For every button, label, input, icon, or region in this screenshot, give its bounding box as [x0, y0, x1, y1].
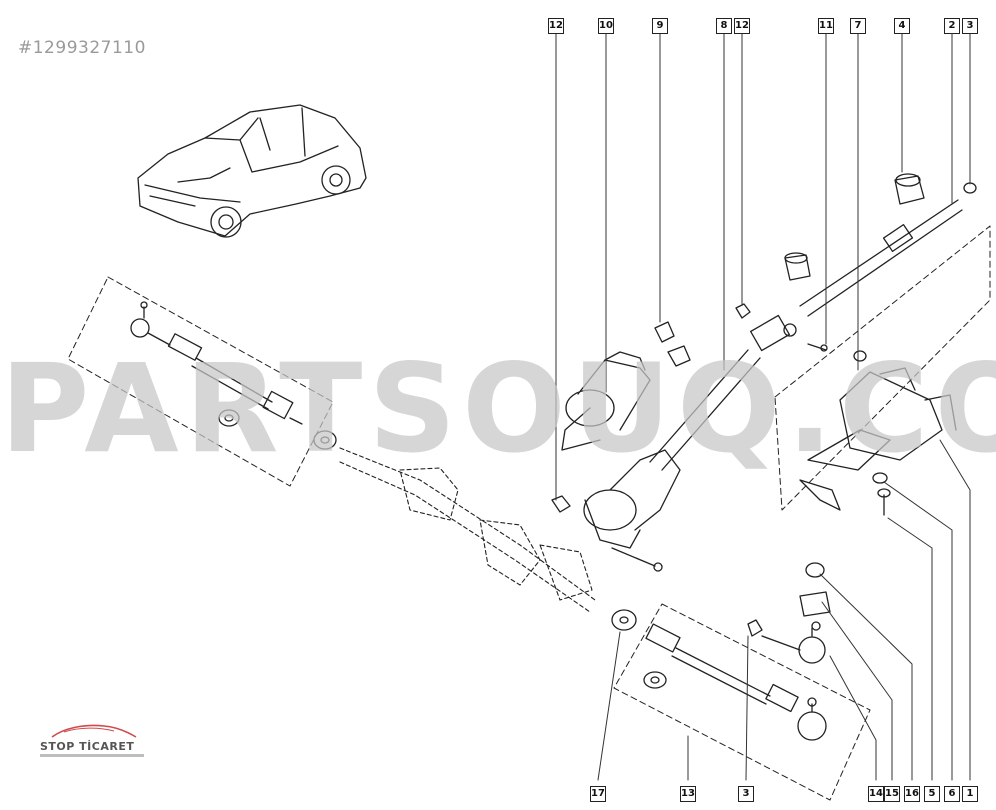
bush-4: [894, 173, 925, 205]
callout-7[interactable]: 7: [850, 18, 866, 34]
callout-13[interactable]: 13: [680, 786, 696, 802]
brand-name: STOP TİCARET: [40, 740, 135, 753]
nut-12-top: [735, 303, 751, 319]
callout-16[interactable]: 16: [904, 786, 920, 802]
brand-underline: [40, 754, 144, 757]
stop-ticaret-logo: STOP TİCARET: [40, 722, 148, 766]
column-gaiter-lower: [583, 449, 681, 549]
steering-shaft-8: [649, 349, 761, 471]
rack-bellows-left-washer: [313, 430, 337, 450]
upper-column-shaft: [799, 199, 963, 317]
right-tie-rod-box: [613, 603, 871, 801]
bolt-5: [877, 488, 891, 516]
callout-11[interactable]: 11: [818, 18, 834, 34]
callout-14[interactable]: 14: [868, 786, 884, 802]
nut-12-lower: [551, 495, 571, 513]
callout-6[interactable]: 6: [944, 786, 960, 802]
callout-17[interactable]: 17: [590, 786, 606, 802]
nut-3-lower: [747, 619, 763, 637]
clamp-9: [654, 321, 691, 367]
column-bracket-box: [774, 225, 991, 511]
car-illustration: [137, 104, 367, 238]
right-tie-rod: [643, 623, 827, 741]
callout-1[interactable]: 1: [962, 786, 978, 802]
universal-joint: [749, 314, 828, 352]
callout-3-bottom[interactable]: 3: [738, 786, 754, 802]
callout-5[interactable]: 5: [924, 786, 940, 802]
washer-6: [872, 472, 888, 484]
callout-8[interactable]: 8: [716, 18, 732, 34]
callout-2[interactable]: 2: [944, 18, 960, 34]
column-gaiter-10: [561, 351, 651, 451]
callout-15[interactable]: 15: [884, 786, 900, 802]
car-silhouette-icon: [51, 724, 137, 738]
callout-12[interactable]: 12: [548, 18, 564, 34]
callout-10[interactable]: 10: [598, 18, 614, 34]
bolt-lower: [611, 547, 663, 572]
left-tie-rod: [130, 301, 303, 427]
callout-9[interactable]: 9: [652, 18, 668, 34]
nut-16: [805, 562, 825, 578]
boot-15: [799, 591, 831, 617]
rack-housing: [339, 447, 596, 613]
callout-12-second[interactable]: 12: [734, 18, 750, 34]
callout-4[interactable]: 4: [894, 18, 910, 34]
washer-17: [611, 609, 637, 631]
ball-joint-14: [761, 621, 826, 664]
callout-3[interactable]: 3: [962, 18, 978, 34]
bush-lower: [784, 252, 811, 281]
diagram-id-label: #1299327110: [18, 38, 146, 58]
column-bracket: [799, 350, 957, 511]
left-tie-rod-box: [67, 276, 334, 487]
